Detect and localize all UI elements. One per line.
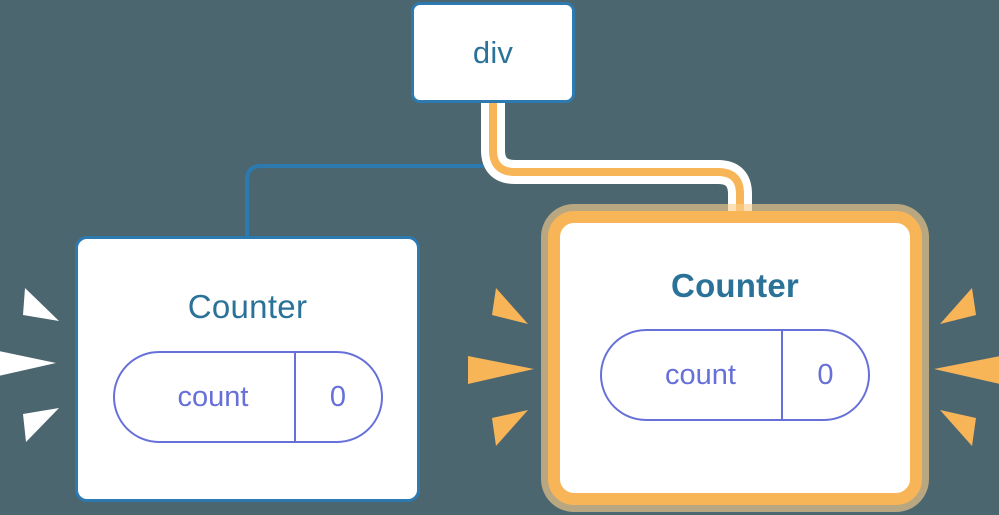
state-value: 0 xyxy=(817,358,834,391)
node-counter-left[interactable]: Counter count 0 xyxy=(75,236,420,502)
node-counter-right[interactable]: Counter count 0 xyxy=(548,211,922,505)
state-key: count xyxy=(177,380,249,413)
state-pill-counter-right: count 0 xyxy=(600,329,870,421)
state-pill-counter-left: count 0 xyxy=(112,351,383,443)
state-value: 0 xyxy=(329,380,347,413)
state-divider xyxy=(781,331,783,419)
node-counter-right-label: Counter xyxy=(671,267,799,304)
edge-div-to-counter-right xyxy=(489,103,744,238)
edge-div-to-counter-left xyxy=(245,103,495,238)
state-key: count xyxy=(665,358,736,391)
node-div[interactable]: div xyxy=(411,2,575,103)
state-divider xyxy=(293,353,296,441)
node-counter-left-label: Counter xyxy=(187,288,308,325)
node-div-label: div xyxy=(472,34,514,70)
